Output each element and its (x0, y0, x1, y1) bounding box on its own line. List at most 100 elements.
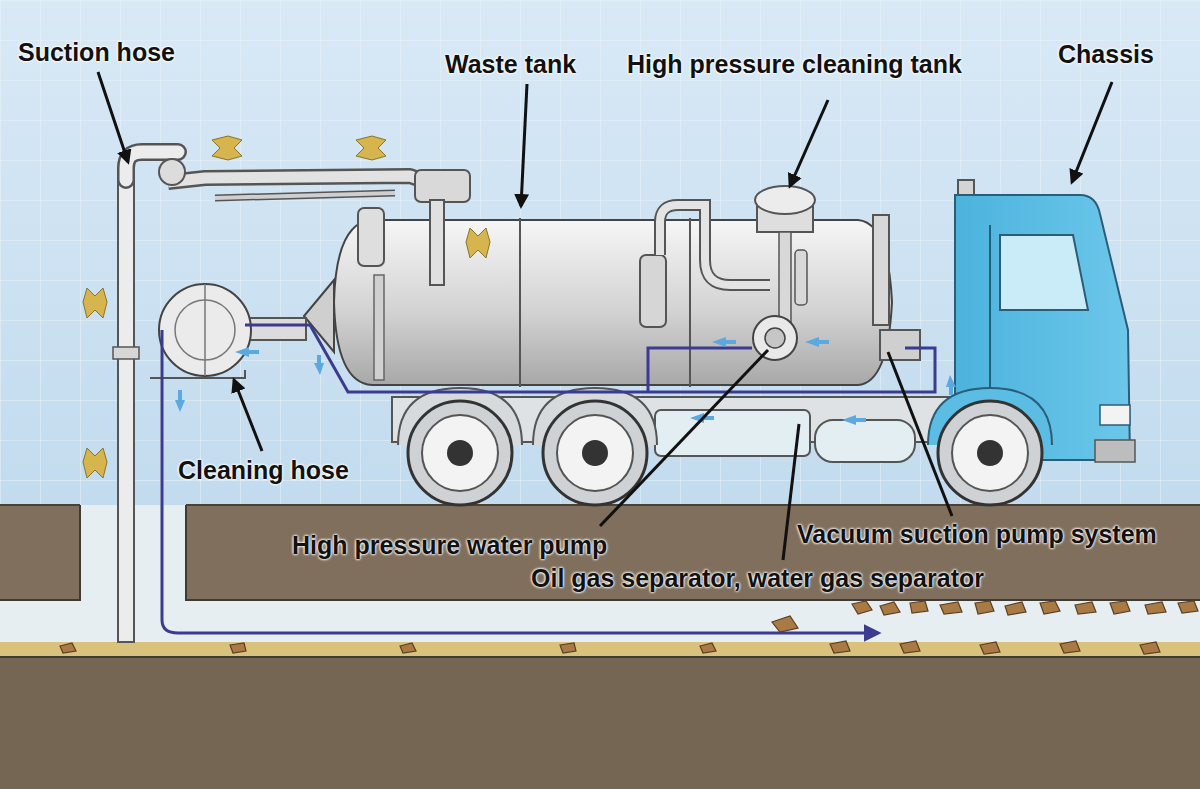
ground (0, 600, 1200, 646)
sludge-rocks (1145, 602, 1166, 614)
suction-flow-arrows (212, 136, 242, 160)
sludge-rocks (560, 643, 576, 653)
leader-line (600, 350, 768, 526)
pump-and-pipes (660, 205, 770, 285)
truck-cab (1095, 440, 1135, 462)
flow-arrows (842, 415, 866, 425)
sludge-rocks (880, 602, 900, 615)
hose-reel (150, 370, 245, 378)
sludge-rocks (700, 643, 716, 653)
ground (0, 505, 1200, 600)
ground (0, 642, 1200, 656)
sky-background (0, 0, 1200, 505)
suction-hose (415, 170, 470, 202)
flow-arrows (314, 355, 324, 375)
pump-and-pipes (779, 232, 791, 322)
wheels (447, 440, 473, 466)
suction-hose (159, 159, 185, 185)
suction-flow-arrows (466, 228, 490, 258)
part-label: Chassis (1058, 39, 1154, 69)
leader-line (888, 352, 952, 516)
sludge-rocks (900, 641, 920, 653)
suction-hose (215, 193, 395, 198)
sludge-rocks (772, 616, 798, 632)
cleaning-hose-line (245, 325, 935, 392)
flow-arrows (946, 375, 956, 395)
wheels (408, 401, 512, 505)
sludge-rocks (852, 601, 872, 614)
suction-hose (215, 193, 395, 198)
flow-arrows (805, 337, 829, 347)
cleaning-hose-line (648, 348, 752, 392)
waste-tank (358, 208, 384, 266)
part-label: Suction hose (18, 37, 175, 67)
leader-line (790, 100, 828, 186)
part-label: Vacuum suction pump system (797, 519, 1157, 549)
ground (0, 656, 1200, 789)
wheels (938, 401, 1042, 505)
sludge-rocks (1005, 602, 1026, 615)
sludge-rocks (60, 643, 76, 653)
wheels (398, 388, 1052, 505)
pump-and-pipes (880, 330, 920, 360)
pump-and-pipes (795, 250, 807, 305)
wheels (977, 440, 1003, 466)
leader-line (783, 424, 799, 560)
leader-line (521, 84, 527, 206)
part-label: Oil gas separator, water gas separator (531, 563, 984, 593)
suction-flow-arrows (83, 448, 107, 478)
sky-background (0, 0, 1200, 505)
flow-arrows (175, 337, 956, 425)
sludge-rocks (60, 601, 1198, 654)
wheels (422, 415, 498, 491)
suction-hose (168, 176, 455, 192)
wheels (543, 401, 647, 505)
wheels (952, 415, 1028, 491)
chassis-frame (815, 420, 915, 462)
waste-tank (519, 218, 521, 387)
pump-and-pipes (873, 215, 889, 325)
pump-and-pipes (660, 205, 770, 285)
part-label: Waste tank (445, 49, 576, 79)
pump-and-pipes (640, 255, 666, 327)
suction-flow-arrows (83, 288, 107, 318)
chassis-frame (655, 410, 810, 456)
flow-arrows (712, 337, 736, 347)
suction-hose (118, 168, 134, 642)
waste-tank (304, 200, 892, 387)
part-label: Cleaning hose (178, 455, 349, 485)
waste-tank (430, 200, 444, 285)
hose-reel (150, 284, 306, 378)
leader-line (98, 72, 128, 162)
hose-reel (204, 284, 206, 376)
sludge-rocks (975, 601, 994, 614)
suction-flow-arrows (356, 136, 386, 160)
sludge-rocks (400, 643, 416, 653)
sludge-rocks (1060, 641, 1080, 653)
wheels (582, 440, 608, 466)
part-label: High pressure cleaning tank (627, 49, 962, 79)
suction-hose (113, 347, 139, 359)
wheels (557, 415, 633, 491)
truck-cab (1100, 405, 1130, 425)
sludge-rocks (910, 601, 928, 613)
leader-line (1072, 82, 1112, 182)
pump-and-pipes (640, 186, 920, 360)
sludge-rocks (230, 643, 246, 653)
waste-tank (689, 218, 691, 387)
ground (186, 504, 1200, 506)
ground (0, 504, 80, 506)
pump-and-pipes (755, 186, 815, 214)
sludge-rocks (1178, 601, 1198, 613)
hose-reel (159, 284, 251, 376)
waste-tank (334, 220, 892, 385)
part-label: High pressure water pump (292, 530, 607, 560)
waste-tank (374, 275, 384, 380)
pump-and-pipes (753, 316, 797, 360)
sludge-rocks (980, 642, 1000, 654)
sludge-rocks (830, 641, 850, 653)
truck-cab (1000, 235, 1088, 310)
suction-hose (168, 176, 455, 192)
sludge-rocks (1075, 602, 1096, 614)
